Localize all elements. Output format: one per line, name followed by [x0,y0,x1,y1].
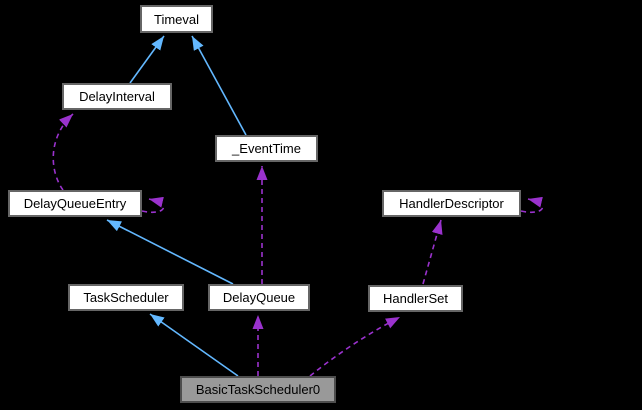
node-delay-queue[interactable]: DelayQueue [208,284,310,311]
edge-basictaskscheduler0-to-handlerset-usage [309,316,401,377]
node-handler-descriptor[interactable]: HandlerDescriptor [382,190,521,217]
edge-delayqueueentry-to-delayinterval-usage [52,113,74,191]
edge-delayqueue-to-delayqueueentry-inheritance [106,219,234,285]
edge-delayinterval-to-timeval-inheritance [129,35,165,84]
edge-handlerset-to-handlerdescriptor-usage [422,219,443,285]
edge-eventtime-to-timeval-inheritance [191,35,247,136]
node-basic-task-scheduler0: BasicTaskScheduler0 [180,376,336,403]
node-event-time[interactable]: _EventTime [215,135,318,162]
edge-delayqueueentry-self-loop-usage [141,196,165,213]
node-delay-interval[interactable]: DelayInterval [62,83,172,110]
edge-handlerdescriptor-self-loop-usage [520,196,544,213]
edge-basictaskscheduler0-to-taskscheduler-inheritance [149,313,239,377]
node-delay-queue-entry[interactable]: DelayQueueEntry [8,190,142,217]
node-task-scheduler[interactable]: TaskScheduler [68,284,184,311]
node-timeval[interactable]: Timeval [140,5,213,33]
node-handler-set[interactable]: HandlerSet [368,285,463,312]
